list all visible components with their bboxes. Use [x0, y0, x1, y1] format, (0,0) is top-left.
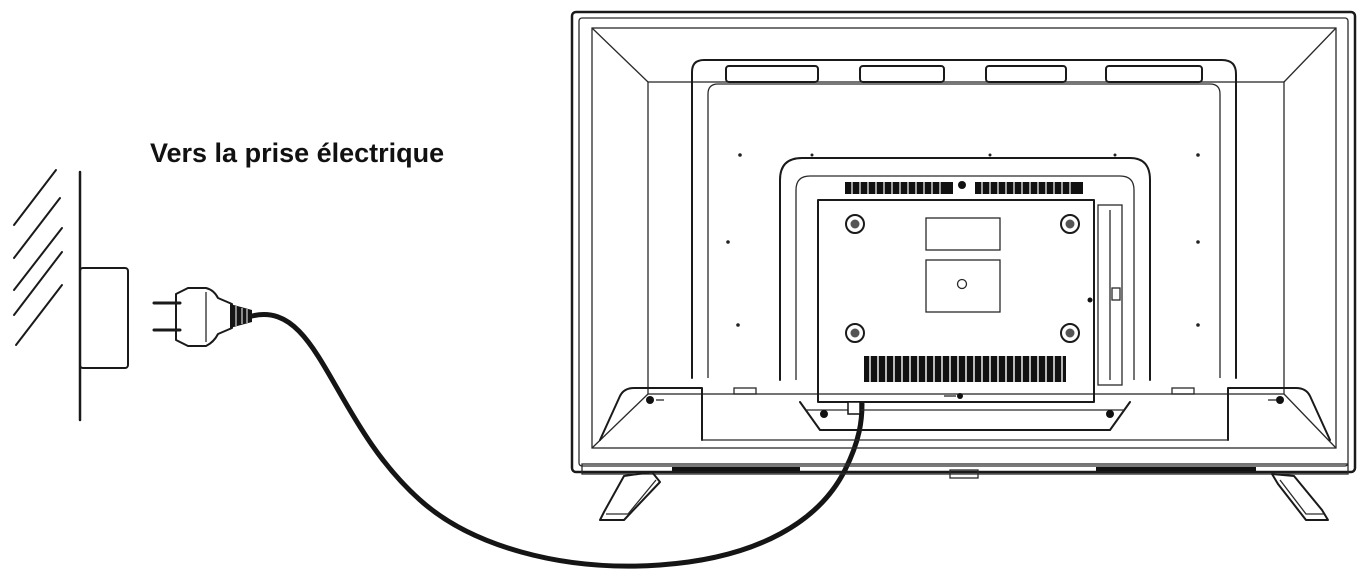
outlet-box: [79, 267, 129, 369]
power-outlet-caption: Vers la prise électrique: [150, 138, 445, 168]
mount-holes: [845, 214, 1080, 343]
bottom-vent-strip: [672, 467, 1256, 479]
power-plug-icon: [152, 287, 252, 347]
wall-outlet-icon: [13, 169, 129, 422]
stand-right: [1271, 473, 1329, 521]
tv-rear-view: [570, 10, 1357, 521]
stand-left: [599, 471, 661, 521]
wall-hatch: [13, 169, 63, 346]
power-cable: [249, 312, 865, 569]
